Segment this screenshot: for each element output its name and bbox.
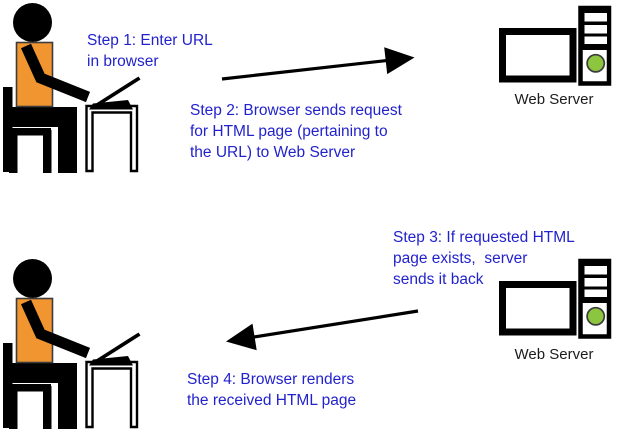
web-server-label-top: Web Server xyxy=(514,91,594,108)
step4-label: Step 4: Browser renders the received HTM… xyxy=(187,371,357,409)
person-at-computer-icon xyxy=(3,3,141,173)
person-at-computer-icon xyxy=(0,256,150,431)
step1-label: Step 1: Enter URL in browser xyxy=(87,32,213,70)
web-server-icon xyxy=(499,5,612,86)
web-server-label-bottom: Web Server xyxy=(514,346,594,363)
step3-label: Step 3: If requested HTML page exists, s… xyxy=(393,229,575,288)
arrow-right-icon xyxy=(221,47,415,81)
step2-label: Step 2: Browser sends request for HTML p… xyxy=(190,102,402,161)
arrow-left-icon xyxy=(226,309,419,351)
